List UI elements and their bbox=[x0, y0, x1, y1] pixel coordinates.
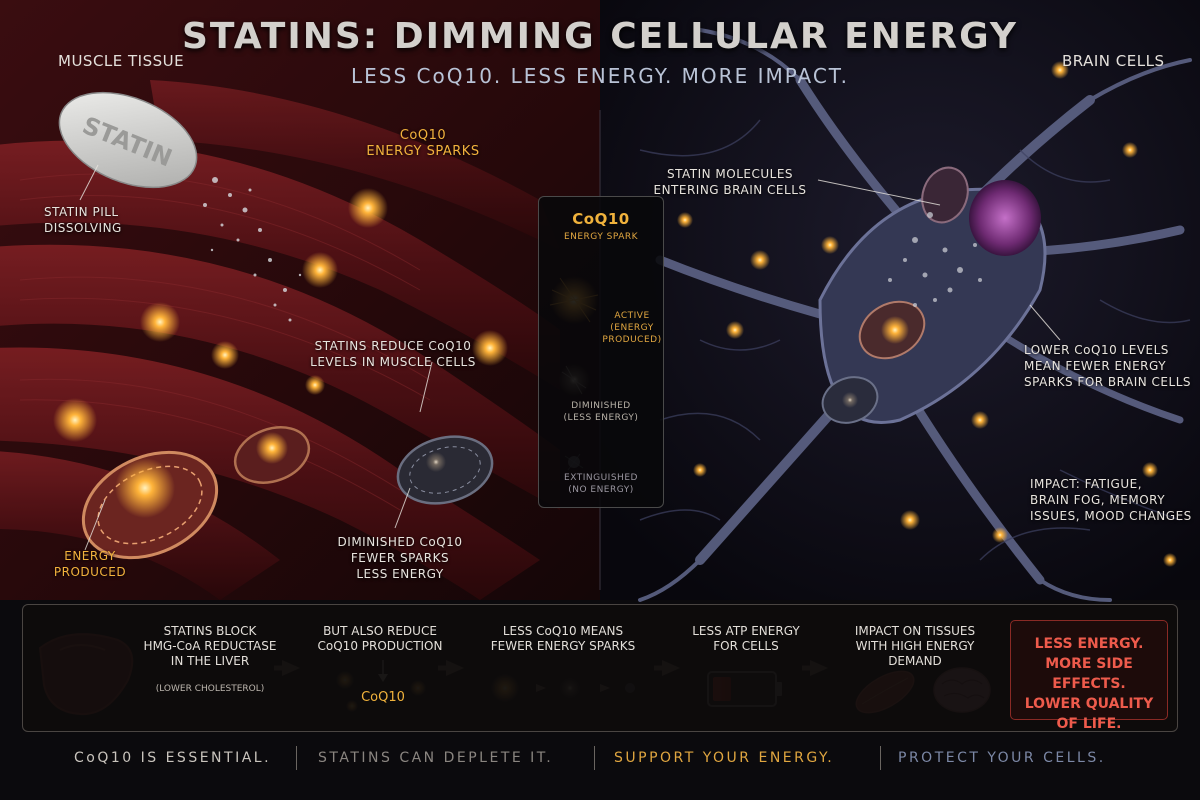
footer-divider bbox=[296, 746, 297, 770]
flow-step-1-note: (LOWER CHOLESTEROL) bbox=[155, 684, 265, 694]
statins-reduce-label: STATINS REDUCE CoQ10 LEVELS IN MUSCLE CE… bbox=[310, 339, 476, 369]
lower-coq10-label: LOWER CoQ10 LEVELS MEAN FEWER ENERGY SPA… bbox=[1024, 343, 1192, 389]
flow-step-2: BUT ALSO REDUCE CoQ10 PRODUCTION bbox=[317, 624, 443, 653]
conclusion-callout bbox=[1010, 620, 1168, 720]
brain-cells-title: BRAIN CELLS bbox=[1062, 52, 1165, 70]
spark-state-diminished: DIMINISHED (LESS ENERGY) bbox=[563, 401, 639, 423]
footer-item-1: CoQ10 IS ESSENTIAL. bbox=[74, 750, 272, 766]
flow-step-1: STATINS BLOCK HMG-CoA REDUCTASE IN THE L… bbox=[143, 624, 277, 668]
spark-legend-title: CoQ10 bbox=[572, 210, 630, 228]
spark-state-active: ACTIVE (ENERGY PRODUCED) bbox=[602, 311, 662, 345]
flow-step-4: LESS ATP ENERGY FOR CELLS bbox=[692, 624, 800, 653]
footer-divider bbox=[880, 746, 881, 770]
footer-item-4: PROTECT YOUR CELLS. bbox=[898, 750, 1106, 766]
flow-step-5: IMPACT ON TISSUES WITH HIGH ENERGY DEMAN… bbox=[854, 624, 976, 668]
spark-legend bbox=[538, 196, 664, 508]
flow-step-2-coq10: CoQ10 bbox=[361, 690, 405, 705]
spark-legend-subtitle: ENERGY SPARK bbox=[563, 232, 639, 242]
statin-molecules-label: STATIN MOLECULES ENTERING BRAIN CELLS bbox=[653, 167, 807, 197]
pill-label: STATIN PILL DISSOLVING bbox=[44, 205, 122, 235]
spark-state-extinguished: EXTINGUISHED (NO ENERGY) bbox=[564, 473, 638, 495]
page-title: STATINS: DIMMING CELLULAR ENERGY bbox=[182, 16, 1018, 57]
page-subtitle: LESS CoQ10. LESS ENERGY. MORE IMPACT. bbox=[351, 64, 849, 88]
footer-divider bbox=[594, 746, 595, 770]
conclusion-text: LESS ENERGY. MORE SIDE EFFECTS. LOWER QU… bbox=[1024, 636, 1154, 732]
energy-produced-label: ENERGY PRODUCED bbox=[53, 549, 127, 579]
footer-item-3: SUPPORT YOUR ENERGY. bbox=[614, 750, 835, 766]
process-flow-panel bbox=[22, 604, 1178, 732]
impact-label: IMPACT: FATIGUE, BRAIN FOG, MEMORY ISSUE… bbox=[1030, 477, 1192, 523]
flow-step-3: LESS CoQ10 MEANS FEWER ENERGY SPARKS bbox=[490, 624, 636, 653]
footer-item-2: STATINS CAN DEPLETE IT. bbox=[318, 750, 554, 766]
coq10-sparks-label: CoQ10 ENERGY SPARKS bbox=[366, 128, 480, 159]
muscle-tissue-title: MUSCLE TISSUE bbox=[58, 52, 185, 70]
diminished-coq10-label: DIMINISHED CoQ10 FEWER SPARKS LESS ENERG… bbox=[337, 535, 463, 581]
